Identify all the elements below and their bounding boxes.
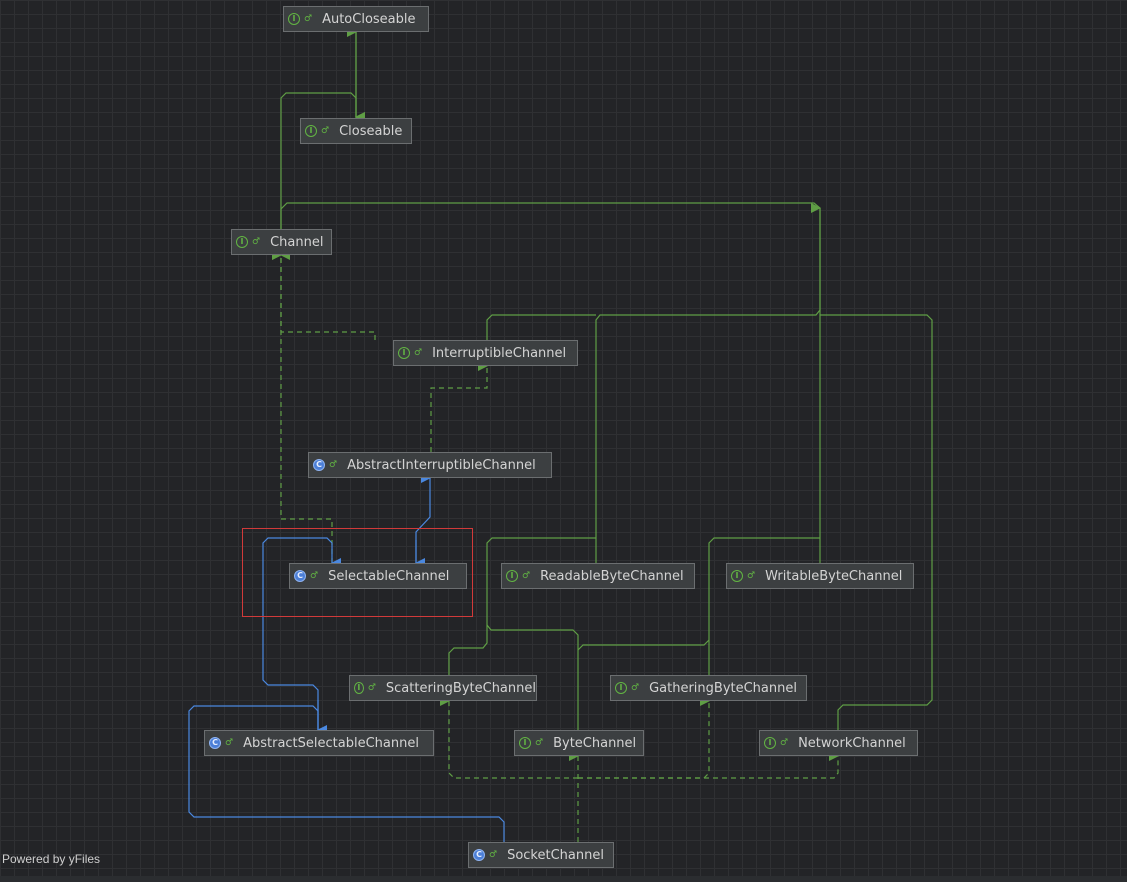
interface-icon: I [398,347,410,359]
visibility-icon: ♂ [329,459,338,470]
edge-network-extends-channel [820,314,933,730]
visibility-icon: ♂ [225,737,234,748]
node-label: SelectableChannel [328,568,450,584]
visibility-icon: ♂ [747,570,756,581]
node-label: Closeable [339,123,403,139]
interface-icon: I [615,682,627,694]
edge-interruptible-extends-channel [272,250,376,340]
node-label: Channel [270,234,324,250]
visibility-icon: ♂ [367,682,376,693]
selection-highlight [242,528,473,617]
edge-socket-extends-abstract-selectable [188,705,505,842]
visibility-icon: ♂ [489,849,498,860]
node-label: AbstractInterruptibleChannel [347,457,536,473]
visibility-icon: ♂ [522,570,531,581]
edge-scattering-extends-readable [448,537,596,675]
edge-abstract-selectable-extends-selectable [262,537,341,730]
node-abstract-interruptible-channel[interactable]: C ♂ AbstractInterruptibleChannel [308,452,552,478]
node-label: ReadableByteChannel [540,568,684,584]
edge-abstract-interruptible-implements-interruptible [430,361,488,452]
node-byte-channel[interactable]: I ♂ ByteChannel [514,730,644,756]
visibility-icon: ♂ [631,682,640,693]
edge-socket-implements-network [578,751,839,779]
yfiles-credit: Powered by yFiles [2,852,101,866]
node-readable-byte-channel[interactable]: I ♂ ReadableByteChannel [501,563,695,589]
edge-interruptible-up-link [486,314,596,340]
interface-icon: I [764,737,776,749]
node-label: InterruptibleChannel [432,345,567,361]
edge-socket-implements-scattering [440,696,578,779]
node-label: AbstractSelectableChannel [243,735,419,751]
node-label: AutoCloseable [322,11,416,27]
interface-icon: I [236,236,248,248]
class-icon: C [294,570,306,582]
visibility-icon: ♂ [780,737,789,748]
bottom-bar [0,876,1127,882]
node-gathering-byte-channel[interactable]: I ♂ GatheringByteChannel [610,675,807,701]
interface-icon: I [519,737,531,749]
node-label: ScatteringByteChannel [385,680,536,696]
interface-icon: I [506,570,518,582]
node-abstract-selectable-channel[interactable]: C ♂ AbstractSelectableChannel [204,730,434,756]
visibility-icon: ♂ [414,347,423,358]
edge-gathering-extends-writable [708,537,820,675]
visibility-icon: ♂ [310,570,319,581]
node-label: SocketChannel [507,847,604,863]
node-label: ByteChannel [553,735,637,751]
visibility-icon: ♂ [535,737,544,748]
node-interruptible-channel[interactable]: I ♂ InterruptibleChannel [393,340,578,366]
interface-icon: I [354,682,364,694]
node-auto-closeable[interactable]: I ♂ AutoCloseable [283,6,429,32]
class-icon: C [313,459,325,471]
interface-icon: I [288,13,300,25]
interface-icon: I [305,125,317,137]
node-network-channel[interactable]: I ♂ NetworkChannel [759,730,918,756]
visibility-icon: ♂ [321,125,330,136]
node-label: WritableByteChannel [765,568,903,584]
node-label: NetworkChannel [798,735,906,751]
class-icon: C [473,849,485,861]
edge-selectable-implements-channel [272,250,333,563]
interface-icon: I [731,570,743,582]
edge-readable-extends-channel [280,202,821,563]
node-socket-channel[interactable]: C ♂ SocketChannel [468,842,614,868]
node-writable-byte-channel[interactable]: I ♂ WritableByteChannel [726,563,914,589]
edge-bytechannel-extends-writable [577,639,710,651]
edge-bytechannel-extends-readable [486,624,579,730]
class-icon: C [209,737,221,749]
node-channel[interactable]: I ♂ Channel [231,229,332,255]
node-label: GatheringByteChannel [649,680,797,696]
node-scattering-byte-channel[interactable]: I♂ ScatteringByteChannel [349,675,537,701]
visibility-icon: ♂ [304,13,313,24]
edge-channel-extends-autocloseable [280,92,365,229]
node-selectable-channel[interactable]: C ♂ SelectableChannel [289,563,467,589]
visibility-icon: ♂ [252,236,261,247]
node-closeable[interactable]: I ♂ Closeable [300,118,412,144]
